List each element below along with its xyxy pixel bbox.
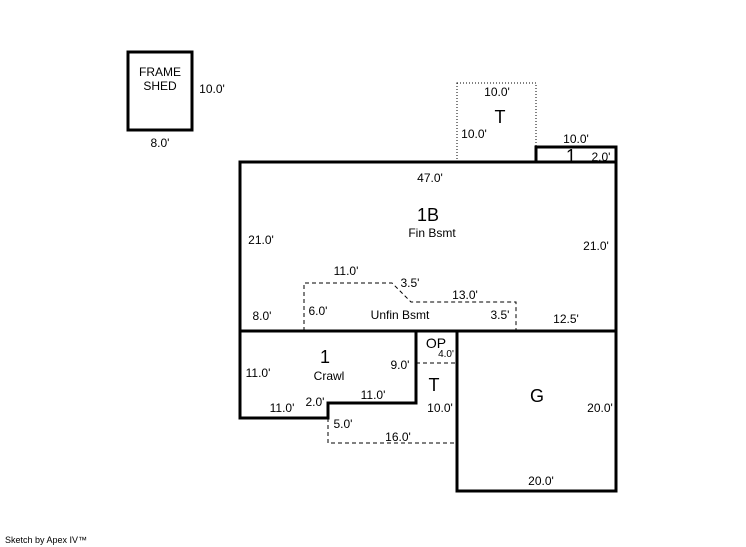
dimension: 6.0' [309,304,328,318]
dimension: 10.0' [563,132,589,146]
area-label: G [530,386,544,406]
area-label: 1 [320,347,330,367]
dimension: 8.0' [151,136,170,150]
dimension: 21.0' [248,233,274,247]
dimension: 11.0' [361,388,386,402]
dimension: 10.0' [461,127,487,141]
dimension: 3.5' [491,308,510,322]
crawl-outline [238,331,418,420]
area-label: 1 [566,146,576,166]
top-terrace-outline [456,82,537,163]
dimension: 9.0' [391,358,410,372]
area-sublabel: Unfin Bsmt [371,308,430,322]
area-label: T [429,375,440,395]
dimension: 11.0' [334,264,359,278]
lower-terrace-outline [327,418,457,444]
shed-label: SHED [143,79,177,93]
dimension: 11.0' [270,401,295,415]
dimension: 21.0' [583,239,609,253]
area-sublabel: Fin Bsmt [408,226,456,240]
shed-label: FRAME [139,65,181,79]
area-label: T [495,107,506,127]
dimension: 12.5' [553,312,579,326]
dimension: 4.0' [438,349,454,360]
dimension: 16.0' [385,430,411,444]
area-label: OP [426,335,446,351]
dimension: 10.0' [427,401,453,415]
unfin-bsmt-outline [303,282,517,331]
dimension: 47.0' [417,171,443,185]
dimension: 3.5' [401,276,420,290]
dimension: 2.0' [306,395,325,409]
dimension: 20.0' [528,474,554,488]
dimension: 20.0' [587,401,613,415]
footer-credit: Sketch by Apex IV™ [5,535,88,545]
dimension: 13.0' [452,288,478,302]
shed-outline [126,50,194,132]
dimension: 10.0' [199,82,225,96]
area-sublabel: Crawl [314,369,345,383]
dimension: 5.0' [334,417,353,431]
garage-outline [455,329,618,493]
dimension: 10.0' [484,85,510,99]
main-outline [238,160,618,333]
dimension: 11.0' [246,366,271,380]
area-label: 1B [417,205,439,225]
dimension: 8.0' [253,309,272,323]
